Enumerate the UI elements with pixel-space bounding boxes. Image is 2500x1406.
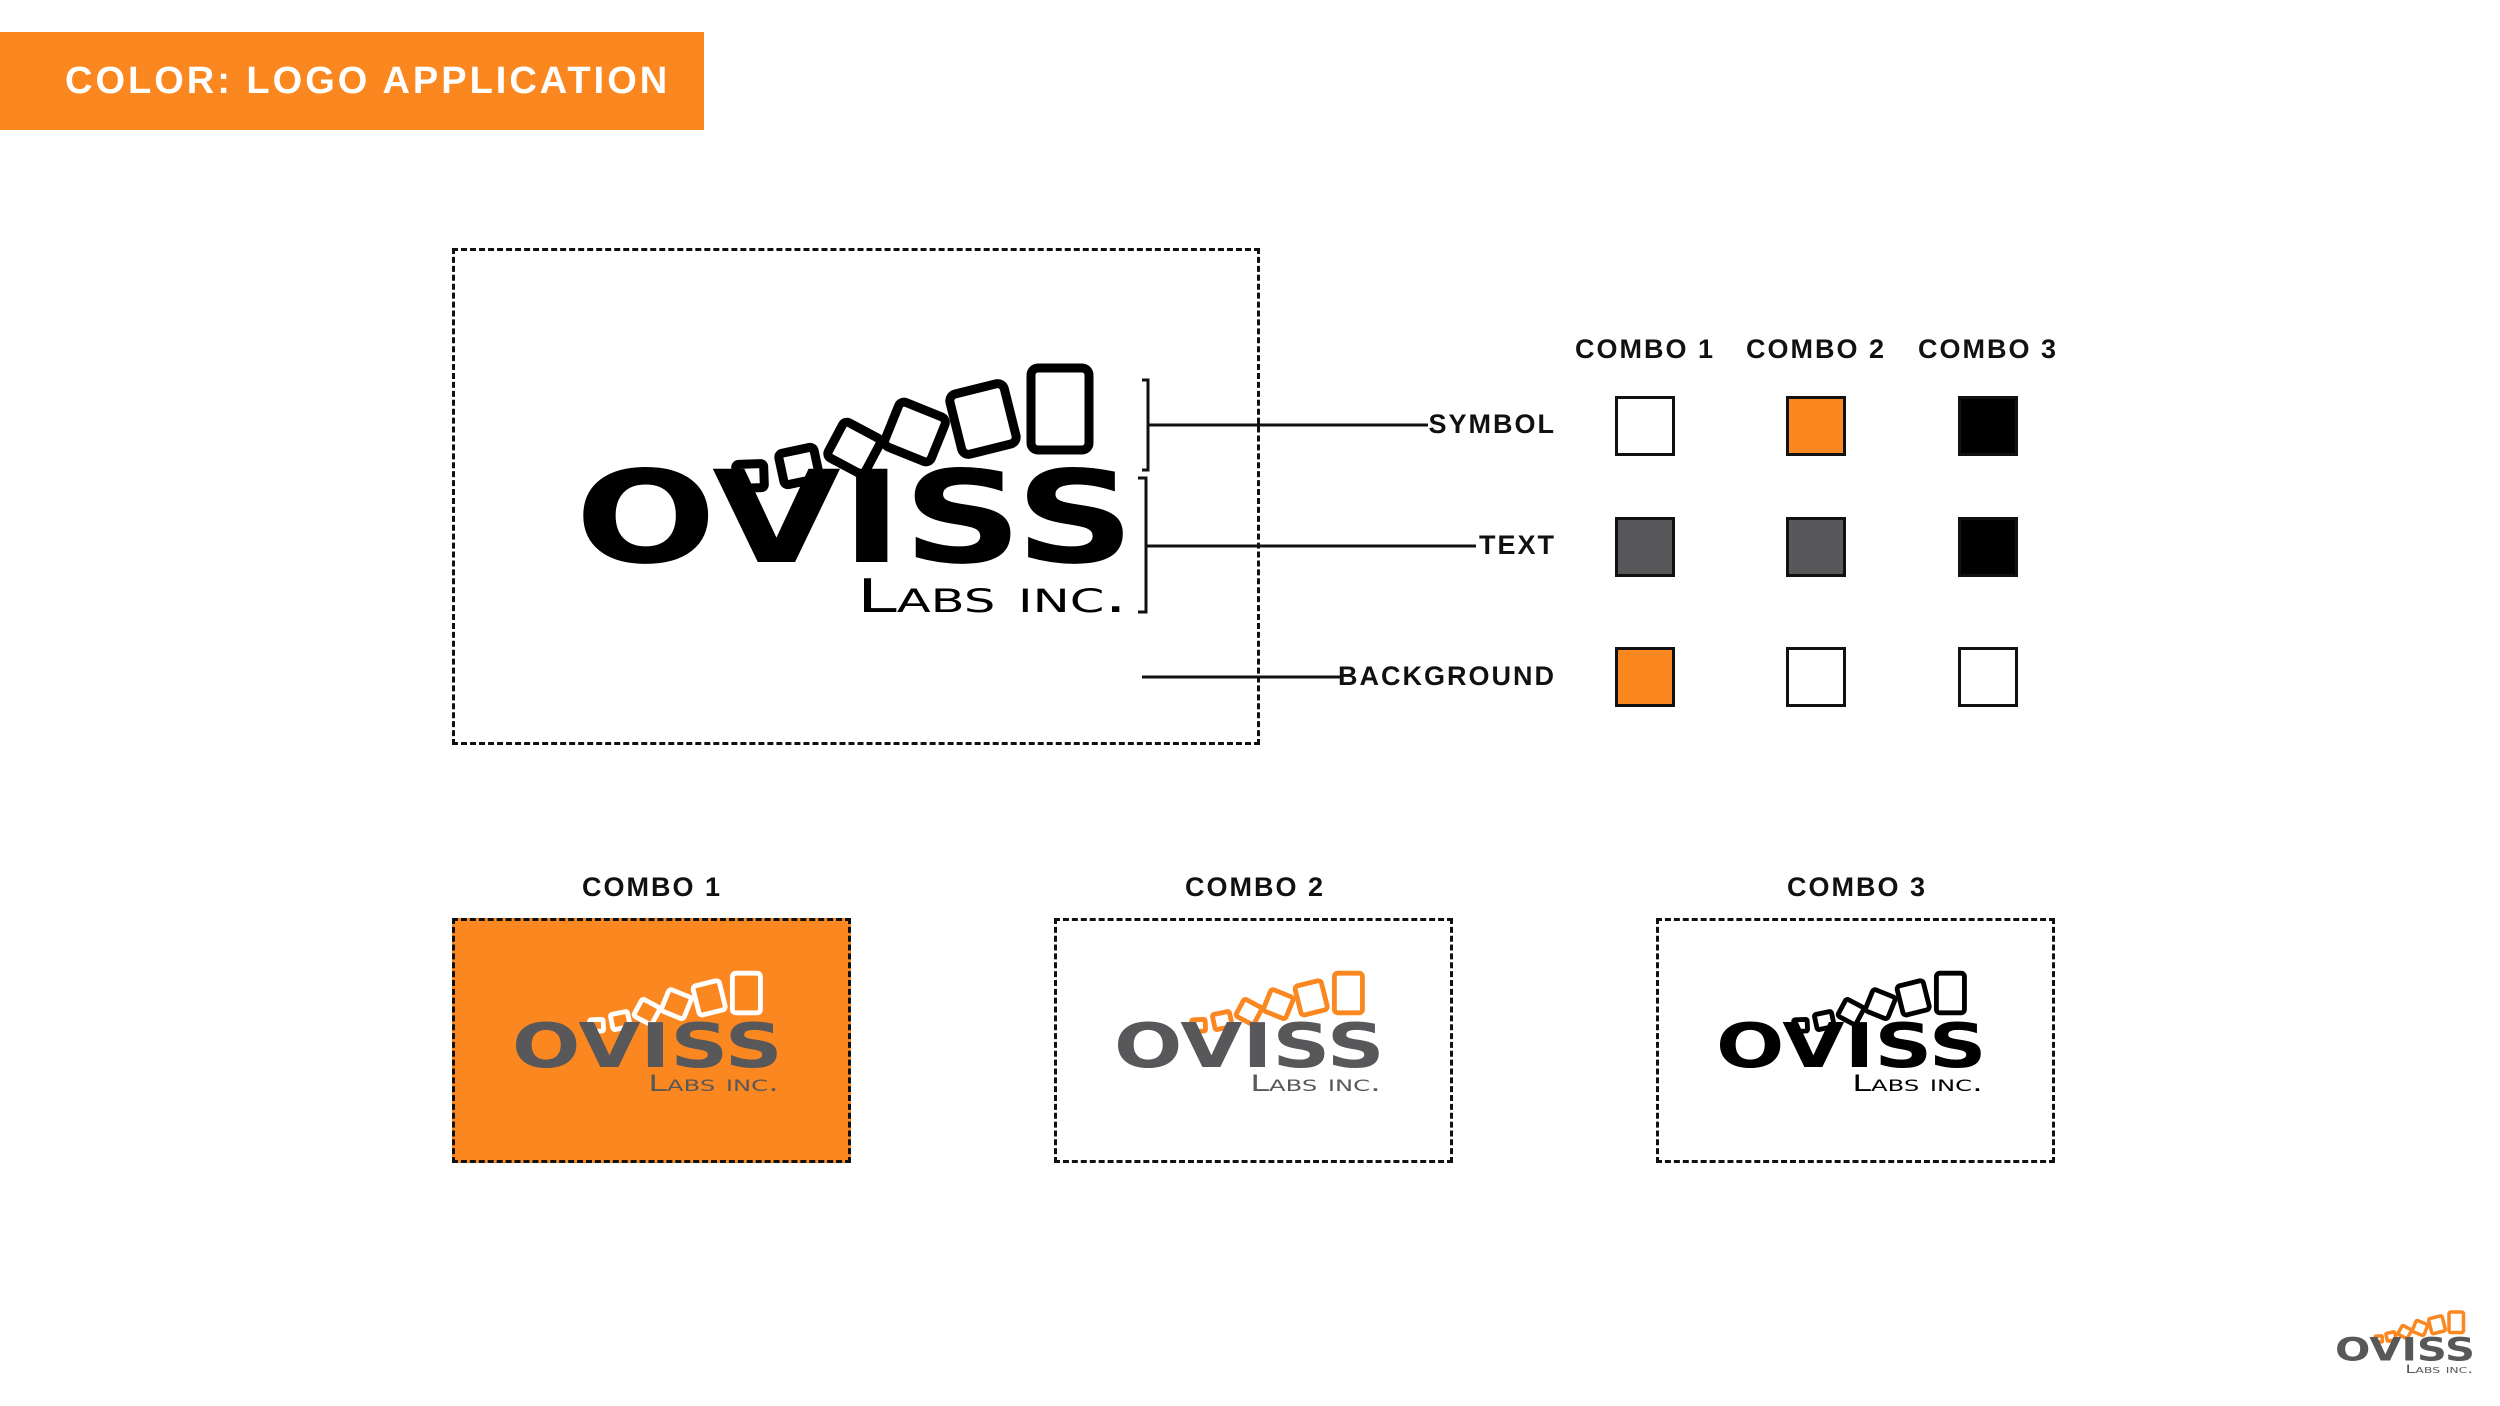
swatch-combo-2-text bbox=[1786, 517, 1846, 577]
corner-brand-logo: OVISS Labs inc. bbox=[2335, 1310, 2475, 1376]
page-title: COLOR: LOGO APPLICATION bbox=[65, 59, 671, 102]
swatch-combo-1-background bbox=[1615, 647, 1675, 707]
main-logo-box bbox=[452, 248, 1260, 745]
swatch-combo-1-symbol bbox=[1615, 396, 1675, 456]
combo-3-logo: OVISS Labs inc. bbox=[1716, 972, 1987, 1097]
swatch-combo-3-background bbox=[1958, 647, 2018, 707]
combo-1-logo-wordmark: OVISS bbox=[512, 1010, 783, 1082]
combo-1-logo-subtitle: Labs inc. bbox=[648, 1071, 778, 1097]
corner-logo-subtitle: Labs inc. bbox=[2406, 1362, 2474, 1376]
row-label-text: TEXT bbox=[1478, 530, 1556, 560]
corner-logo-wordmark: OVISS bbox=[2335, 1331, 2475, 1369]
main-logo: OVISS Labs inc. bbox=[575, 370, 1135, 623]
main-logo-wordmark: OVISS bbox=[575, 444, 1135, 593]
combo-1-logo: OVISS Labs inc. bbox=[512, 972, 783, 1097]
swatch-combo-2-symbol bbox=[1786, 396, 1846, 456]
symbol-bracket bbox=[1142, 378, 1150, 472]
combo-1-heading: COMBO 1 bbox=[581, 872, 722, 902]
swatch-combo-3-text bbox=[1958, 517, 2018, 577]
combo-2-logo: OVISS Labs inc. bbox=[1114, 972, 1385, 1097]
combo-2-logo-wordmark: OVISS bbox=[1114, 1010, 1385, 1082]
matrix-header-combo-2: COMBO 2 bbox=[1745, 334, 1886, 364]
row-label-background: BACKGROUND bbox=[1338, 661, 1556, 691]
swatch-combo-2-background bbox=[1786, 647, 1846, 707]
row-label-symbol: SYMBOL bbox=[1428, 409, 1556, 439]
matrix-header-combo-3: COMBO 3 bbox=[1917, 334, 2058, 364]
main-logo-subtitle: Labs inc. bbox=[857, 569, 1127, 623]
title-banner: COLOR: LOGO APPLICATION bbox=[0, 32, 704, 130]
combo-1-box bbox=[452, 918, 851, 1163]
combo-2-box bbox=[1054, 918, 1453, 1163]
combo-3-logo-wordmark: OVISS bbox=[1716, 1010, 1987, 1082]
swatch-combo-3-symbol bbox=[1958, 396, 2018, 456]
combo-3-logo-subtitle: Labs inc. bbox=[1852, 1071, 1983, 1097]
combo-2-logo-subtitle: Labs inc. bbox=[1250, 1071, 1381, 1097]
combo-3-heading: COMBO 3 bbox=[1786, 872, 1927, 902]
text-bracket bbox=[1138, 476, 1148, 614]
swatch-combo-1-text bbox=[1615, 517, 1675, 577]
combo-3-box bbox=[1656, 918, 2055, 1163]
matrix-header-combo-1: COMBO 1 bbox=[1574, 334, 1715, 364]
combo-2-heading: COMBO 2 bbox=[1184, 872, 1325, 902]
